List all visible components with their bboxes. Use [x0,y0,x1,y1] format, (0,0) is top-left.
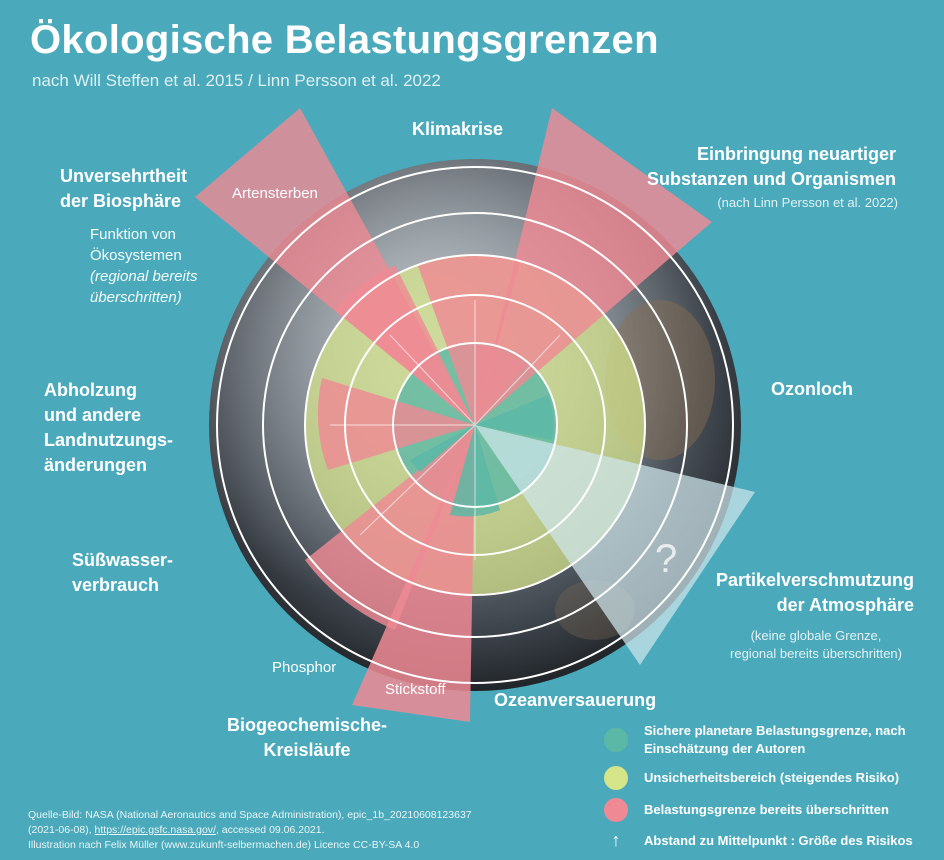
wedge-inner-klima [475,345,525,425]
label-ozonloch: Ozonloch [771,379,853,399]
wedge-ozon [475,395,554,440]
label-suesswasser: Süßwasser- verbrauch [72,548,173,598]
legend-item-exceeded: Belastungsgrenze bereits überschritten [604,798,934,822]
label-substanzen: Einbringung neuartiger Substanzen und Or… [647,142,896,192]
label-phosphor: Phosphor [272,659,336,676]
label-abholzung-line1: Abholzung [44,380,137,400]
label-abholzung-line3: Landnutzungs- [44,430,173,450]
legend-label-exceeded: Belastungsgrenze bereits überschritten [644,802,889,817]
wedge-stickstoff [352,425,475,722]
label-funktion-line4: überschritten) [90,289,182,306]
legend-item-safe: Sichere planetare Belastungsgrenze, nach… [604,722,934,758]
legend: Sichere planetare Belastungsgrenze, nach… [604,722,934,859]
legend-swatch-uncertain [604,766,628,790]
source-line3: Illustration nach Felix Müller (www.zuku… [28,839,420,851]
source-credits: Quelle-Bild: NASA (National Aeronautics … [28,808,472,853]
sector-dividers [330,300,561,560]
source-line2: (2021-06-08), https://epic.gsfc.nasa.gov… [28,823,472,838]
label-abholzung-line2: und andere [44,405,142,425]
source-line1: Quelle-Bild: NASA (National Aeronautics … [28,809,472,821]
partikel-question-mark: ? [655,537,677,581]
label-partikel-line2: der Atmosphäre [776,595,914,615]
label-stickstoff: Stickstoff [385,681,446,698]
label-partikel-line1: Partikelverschmutzung [715,570,914,590]
label-funktion-line2: Ökosystemen [90,247,182,264]
wedge-partikel [475,425,755,665]
partikel-note: (keine globale Grenze, regional bereits … [730,627,902,663]
label-suesswasser-line2: verbrauch [72,575,160,595]
label-funktion-line1: Funktion von [90,226,176,243]
legend-item-uncertain: Unsicherheitsbereich (steigendes Risiko) [604,766,934,790]
label-ozeanversauerung: Ozeanversauerung [494,690,657,710]
wedge-funktion [335,265,475,425]
wedge-abholzung [317,378,475,470]
legend-label-distance: Abstand zu Mittelpunkt : Größe des Risik… [644,832,913,848]
label-substanzen-line1: Einbringung neuartiger [696,144,896,164]
label-funktion: Funktion von Ökosystemen (regional berei… [90,224,198,308]
label-biogeochemisch: Biogeochemische- Kreisläufe [227,713,387,763]
label-funktion-line3: (regional bereits [90,268,198,285]
label-suesswasser-line1: Süßwasser- [72,550,174,570]
label-biosphaere-line2: der Biosphäre [60,191,182,211]
risk-rings [216,166,734,684]
label-artensterben: Artensterben [232,185,318,202]
label-klimakrise: Klimakrise [412,119,504,139]
legend-label-uncertain: Unsicherheitsbereich (steigendes Risiko) [644,770,900,785]
legend-label-safe: Sichere planetare Belastungsgrenze, nach… [644,723,906,756]
substanzen-note: (nach Linn Persson et al. 2022) [717,195,898,210]
partikel-note-line1: (keine globale Grenze, [750,628,882,643]
legend-item-distance: ↑ Abstand zu Mittelpunkt : Größe des Ris… [604,830,934,851]
label-partikel: Partikelverschmutzung der Atmosphäre [716,568,914,618]
arrow-up-icon: ↑ [611,830,621,850]
label-biogeochemisch-line2: Kreisläufe [263,740,351,760]
label-biosphaere-line1: Unversehrtheit [60,166,188,186]
legend-swatch-exceeded [604,798,628,822]
legend-swatch-safe [604,728,628,752]
label-abholzung-line4: änderungen [44,455,148,475]
source-link[interactable]: https://epic.gsfc.nasa.gov/ [94,824,216,836]
source-line2-suffix: , accessed 09.06.2021. [215,824,325,836]
page-title: Ökologische Belastungsgrenzen [30,18,659,62]
label-substanzen-line2: Substanzen und Organismen [646,169,896,189]
page-subtitle: nach Will Steffen et al. 2015 / Linn Per… [32,71,441,90]
label-biosphaere: Unversehrtheit der Biosphäre [60,164,187,214]
wedge-substanzen [475,108,712,425]
wedge-suesswasser [410,425,475,472]
partikel-note-line2: regional bereits überschritten) [730,646,902,661]
source-line2-prefix: (2021-06-08), [28,824,95,836]
label-abholzung: Abholzung und andere Landnutzungs- änder… [44,378,173,478]
label-biogeochemisch-line1: Biogeochemische- [227,715,388,735]
